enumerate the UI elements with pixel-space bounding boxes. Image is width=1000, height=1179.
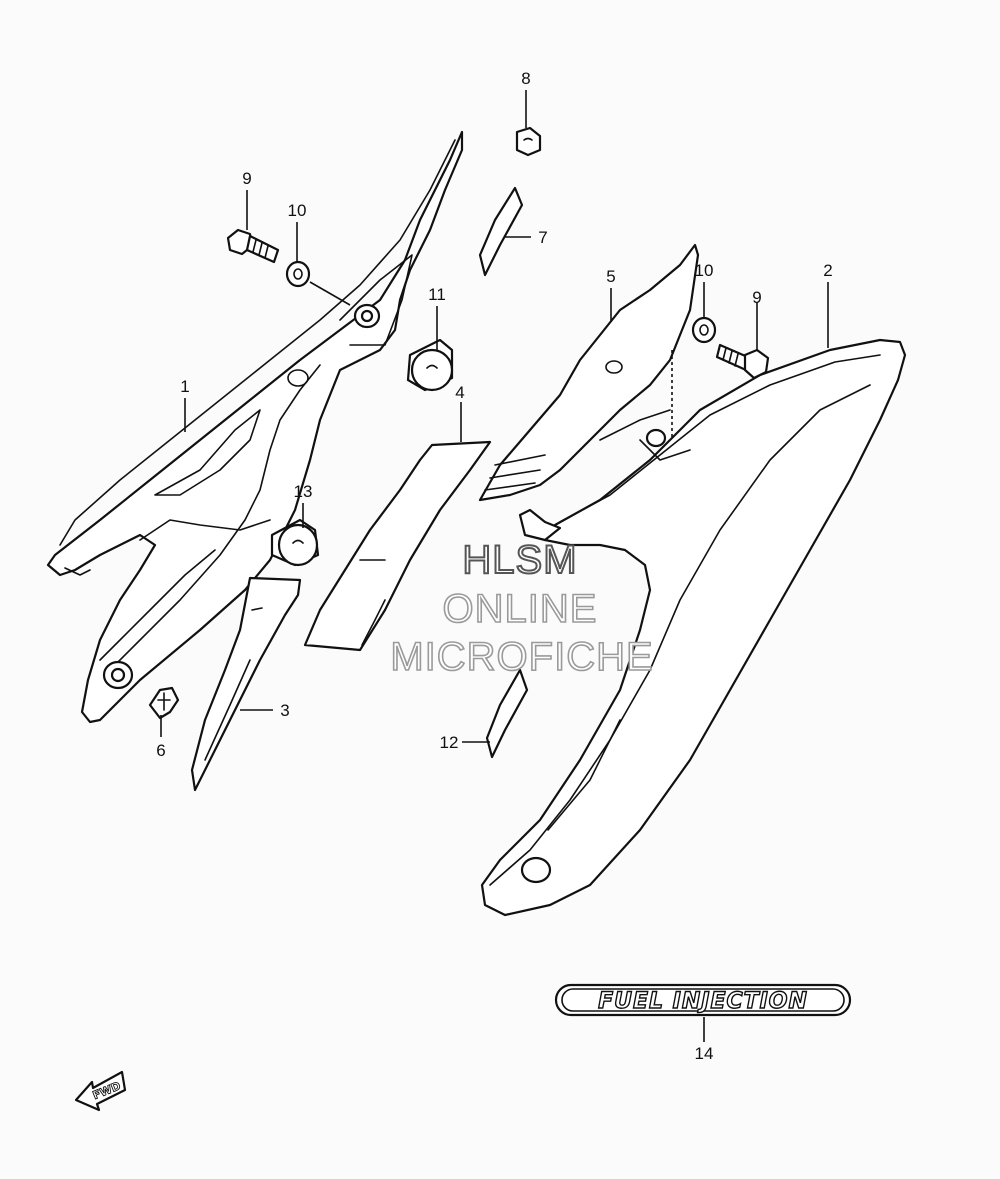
leader-lines [160, 90, 829, 1042]
fwd-arrow-icon: FWD [74, 1070, 127, 1112]
callout-8: 8 [521, 69, 530, 88]
part-9-bolt-left [226, 228, 280, 264]
part-11-grommet [406, 338, 454, 392]
part-4-center-plate [303, 440, 492, 652]
decal-text: FUEL INJECTION [598, 989, 808, 1014]
part-13-grommet [270, 518, 320, 567]
part-12-pad [485, 668, 529, 759]
part-2-right-side-cover [480, 338, 907, 917]
callout-labels: 1 2 3 4 5 6 7 8 9 9 10 10 11 12 13 14 [156, 69, 832, 1063]
watermark-line-3: MICROFICHE [390, 635, 653, 679]
part-10-washer-left [285, 260, 311, 288]
callout-10-left: 10 [288, 201, 307, 220]
callout-3: 3 [280, 701, 289, 720]
watermark: HLSM ONLINE MICROFICHE [390, 537, 654, 680]
part-8-nut [515, 126, 542, 157]
callout-9-right: 9 [752, 288, 761, 307]
part-5-inner-panel [478, 243, 700, 502]
part-14-decal: FUEL INJECTION [554, 983, 852, 1017]
callout-10-right: 10 [695, 261, 714, 280]
watermark-line-1: HLSM [462, 538, 577, 582]
callout-12: 12 [440, 733, 459, 752]
callout-13: 13 [294, 482, 313, 501]
callout-4: 4 [455, 383, 464, 402]
callout-11: 11 [428, 285, 446, 304]
watermark-line-2: ONLINE [443, 587, 598, 631]
callout-2: 2 [823, 261, 832, 280]
part-1-left-frame-cover [46, 130, 464, 724]
callout-9-left: 9 [242, 169, 251, 188]
callout-5: 5 [606, 267, 615, 286]
part-6-clip [148, 686, 180, 720]
callout-6: 6 [156, 741, 165, 760]
callout-1: 1 [180, 377, 189, 396]
callout-7: 7 [538, 228, 547, 247]
part-3-lower-plate [190, 576, 302, 792]
part-9-bolt-right [715, 343, 770, 380]
callout-14: 14 [695, 1044, 714, 1063]
part-10-washer-right [691, 316, 717, 344]
part-7-pad [478, 186, 524, 277]
